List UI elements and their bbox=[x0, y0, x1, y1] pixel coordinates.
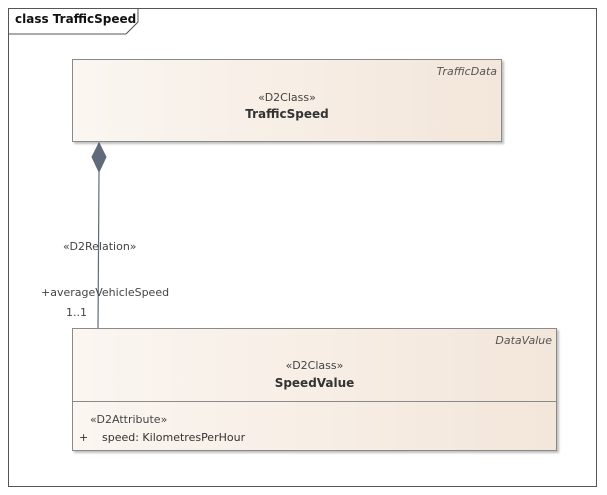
class-stereotype: «D2Class» bbox=[285, 359, 344, 372]
attribute-visibility: + bbox=[79, 431, 89, 444]
class-package-label: TrafficData bbox=[436, 65, 497, 78]
frame-title-tab bbox=[8, 8, 139, 35]
association-multiplicity: 1..1 bbox=[66, 306, 87, 319]
attribute-speed[interactable]: speed: KilometresPerHour bbox=[102, 431, 246, 444]
association-stereotype: «D2Relation» bbox=[63, 240, 137, 253]
class-name: SpeedValue bbox=[274, 376, 355, 390]
class-package-label: DataValue bbox=[495, 334, 552, 347]
class-speed-value[interactable]: DataValue «D2Class» SpeedValue «D2Attrib… bbox=[72, 328, 557, 451]
association-line[interactable] bbox=[97, 171, 100, 329]
association-role: +averageVehicleSpeed bbox=[41, 286, 170, 299]
class-name: TrafficSpeed bbox=[245, 107, 329, 121]
class-traffic-speed[interactable]: TrafficData «D2Class» TrafficSpeed bbox=[72, 59, 502, 142]
composition-diamond-icon bbox=[91, 141, 107, 174]
diagram-title: class TrafficSpeed bbox=[15, 12, 137, 26]
class-stereotype: «D2Class» bbox=[258, 91, 316, 104]
attribute-compartment-divider bbox=[73, 401, 556, 402]
attribute-stereotype: «D2Attribute» bbox=[90, 413, 168, 426]
